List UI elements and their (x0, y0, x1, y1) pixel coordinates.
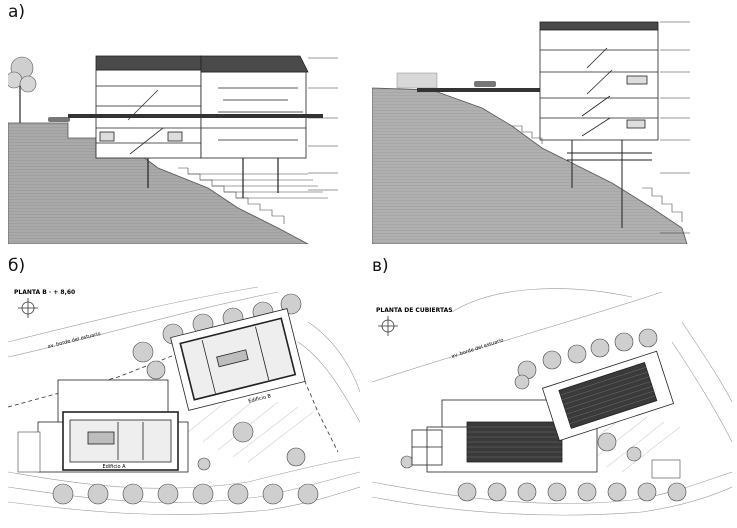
level-markers (308, 57, 338, 191)
terrace (651, 459, 681, 479)
panel-label-b: б) (8, 256, 26, 276)
road-label: av. borde del estuario (47, 331, 101, 350)
contour-lines (372, 288, 732, 516)
compass-icon (18, 298, 38, 318)
car-icon (48, 117, 70, 122)
support-frame (567, 140, 652, 228)
tree-row-bottom (400, 432, 687, 502)
road-label: av. borde del estuario (451, 337, 505, 360)
upper-terrain (396, 72, 438, 89)
building-b-roof (541, 350, 675, 442)
access-bridge (417, 88, 647, 92)
building-block-right (200, 55, 309, 159)
building-b (170, 308, 306, 411)
building-b-label: Edificio B (248, 393, 272, 405)
tree-row-top (514, 328, 658, 390)
tower-building (539, 21, 659, 141)
pilotis (147, 158, 279, 198)
terrace-steps (512, 125, 683, 222)
building-a (37, 379, 189, 473)
building-a-roof (411, 399, 598, 473)
tree-row-bottom (52, 421, 319, 505)
floor-plan-b: PLANTA B · + 8,60 av. borde del estuario… (8, 286, 360, 515)
level-markers (660, 21, 690, 234)
section-drawing-a (8, 55, 338, 244)
compass-icon (378, 316, 398, 336)
tree-icon (8, 56, 37, 123)
plaza (17, 431, 41, 473)
plan-title: PLANTA B · + 8,60 (14, 289, 75, 296)
plan-title: PLANTA DE CUBIERTAS (376, 307, 453, 314)
panel-label-a: а) (8, 2, 26, 22)
floor-slab (68, 114, 323, 118)
section-drawing-a-right (372, 21, 690, 244)
building-block-left (95, 55, 202, 159)
terrain (8, 122, 309, 244)
terrace-steps (178, 167, 328, 224)
roof-plan-c: PLANTA DE CUBIERTAS av. borde del estuar… (372, 288, 732, 516)
car-icon (474, 81, 496, 87)
panel-label-c: в) (372, 256, 389, 276)
terrain (372, 87, 688, 244)
building-a-label: Edificio A (102, 464, 126, 470)
